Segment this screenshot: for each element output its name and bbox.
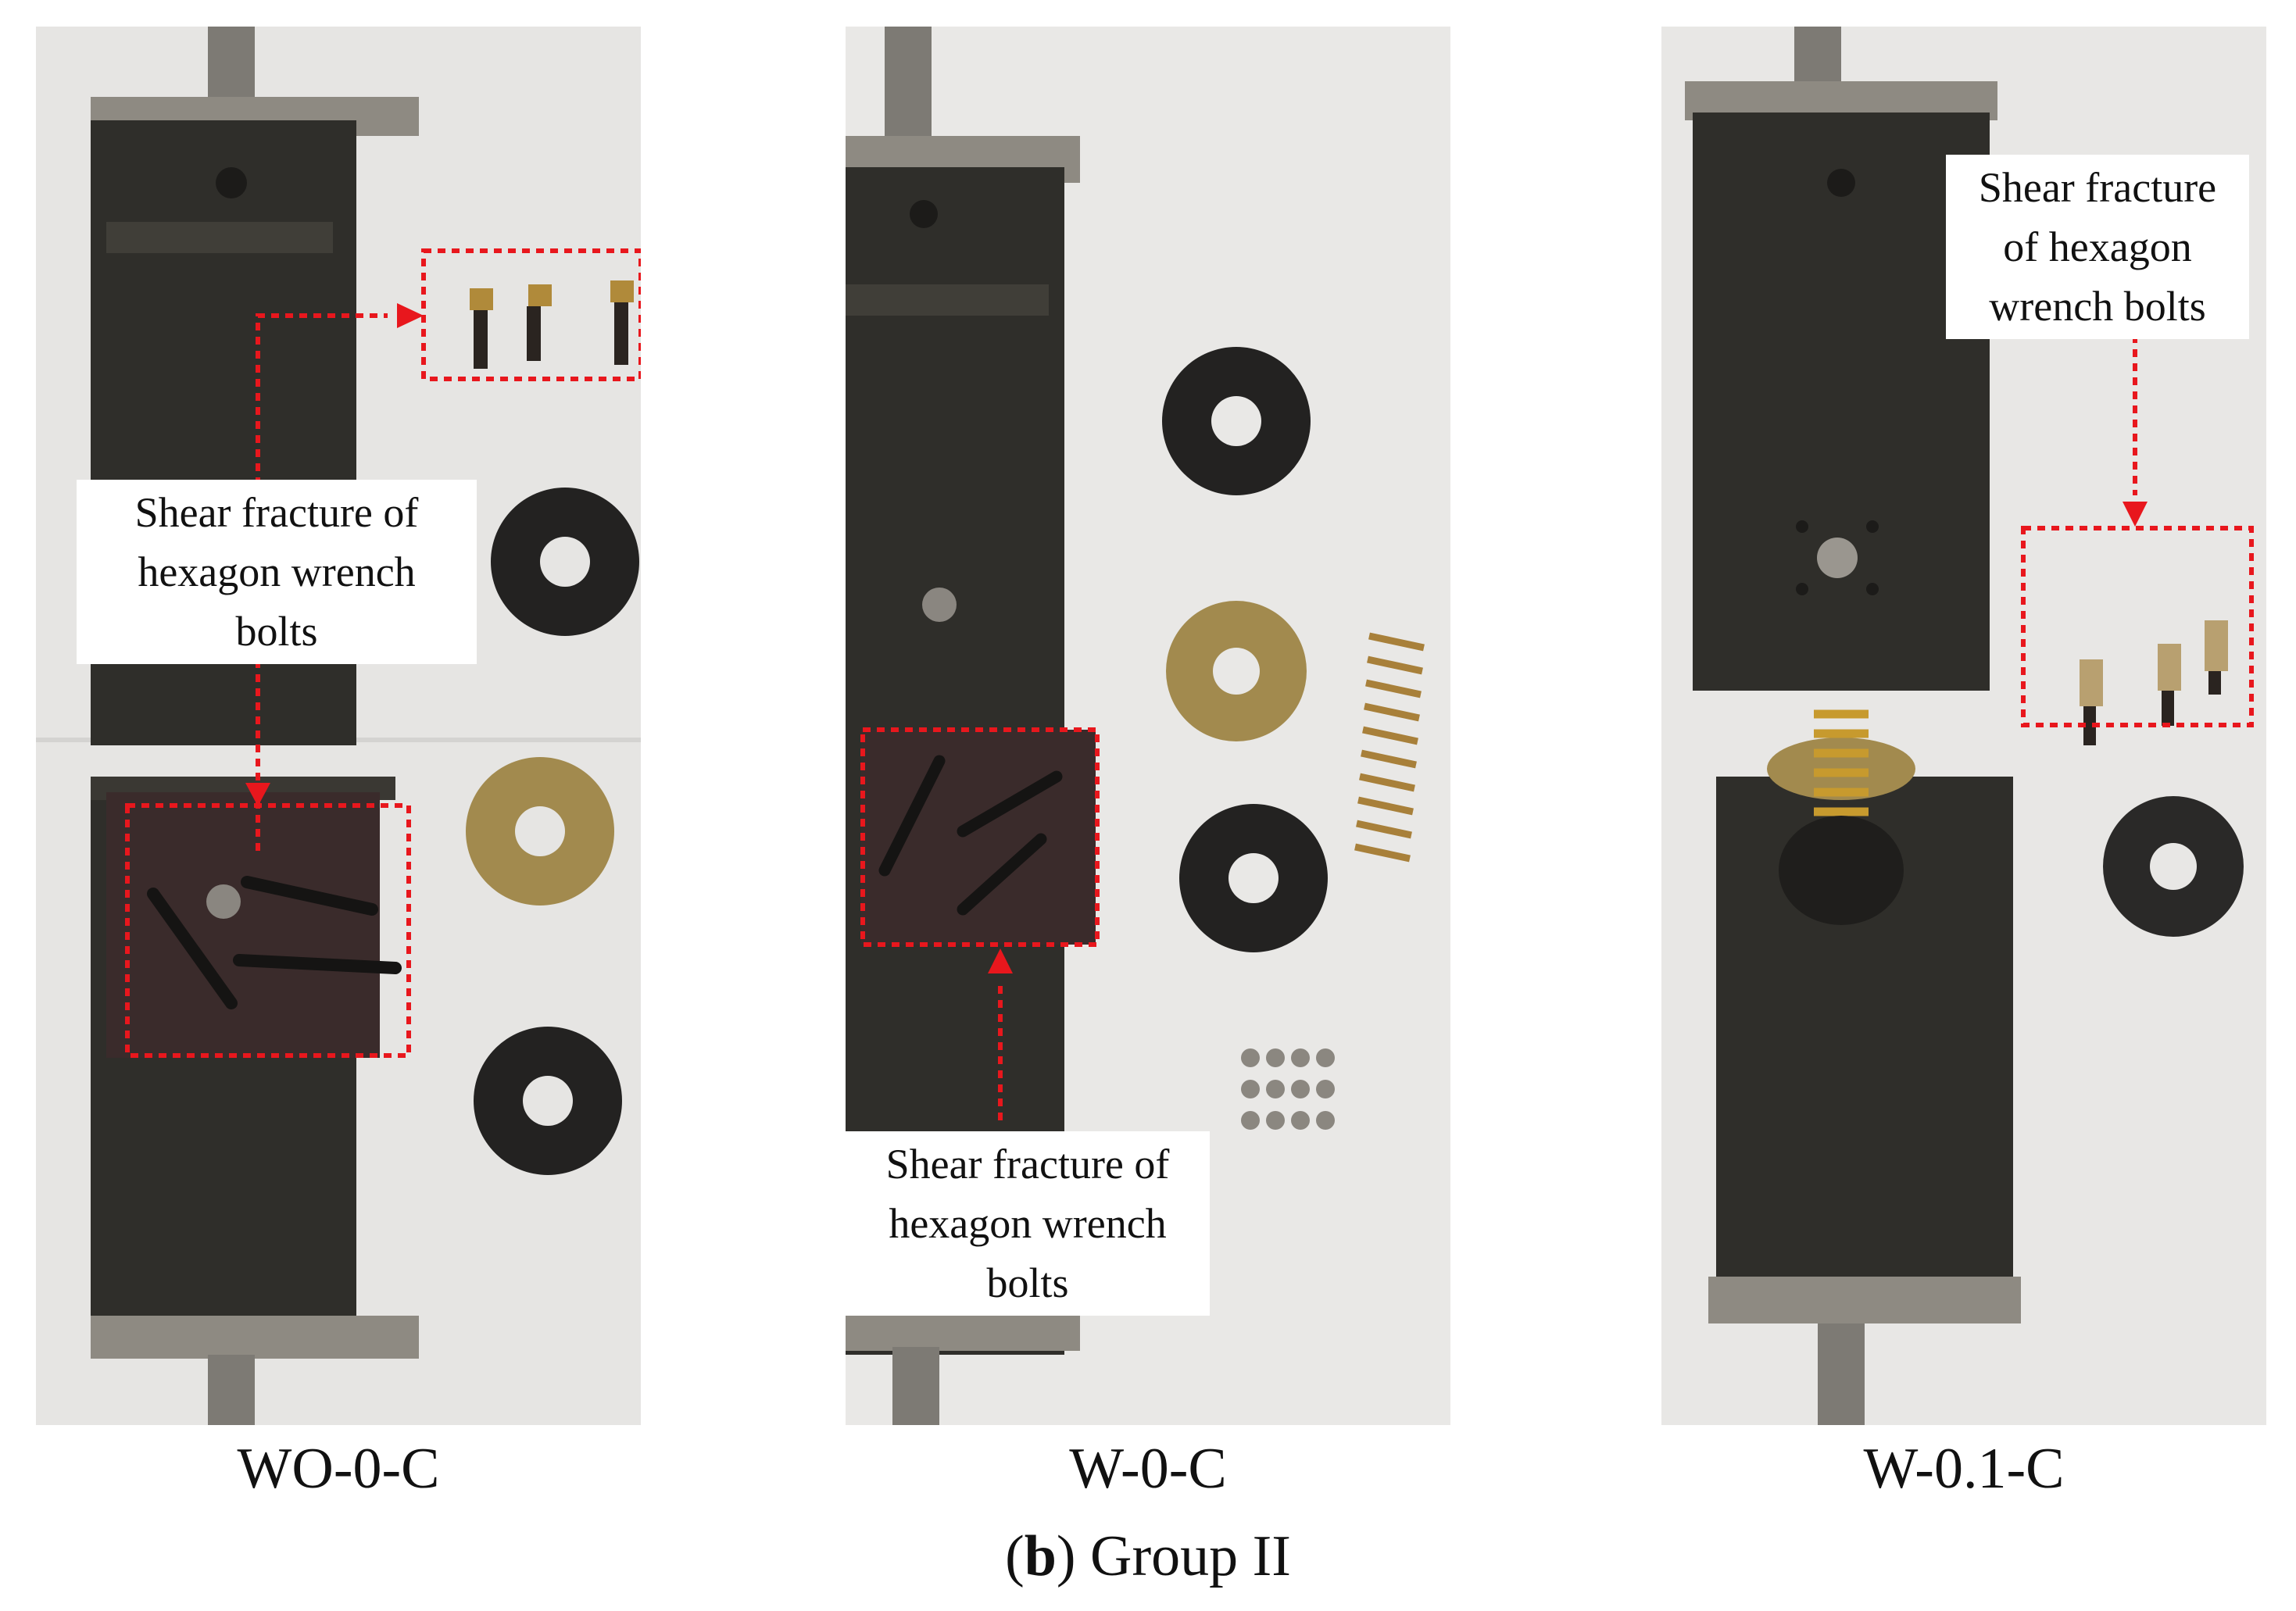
annotation-label: Shear fracture of hexagon wrench bolts: [846, 1131, 1210, 1316]
annotation-label: Shear fracture of hexagon wrench bolts: [77, 480, 477, 664]
panel-caption: W-0-C: [1069, 1437, 1227, 1501]
caption-paren-open: (: [1005, 1524, 1025, 1588]
specimen-photo: [36, 27, 641, 1425]
annotation-line: bolts: [235, 608, 318, 655]
panel-caption: W-0.1-C: [1863, 1437, 2065, 1501]
caption-group-text: ) Group II: [1056, 1524, 1291, 1588]
caption-letter: b: [1024, 1524, 1057, 1588]
annotation-line: bolts: [986, 1259, 1069, 1306]
photo-panel-w-0-1-c: Shear fracture of hexagon wrench bolts: [1661, 27, 2266, 1425]
figure-group-caption: (b) Group II: [846, 1523, 1450, 1590]
annotation-line: of hexagon: [2003, 223, 2192, 270]
photo-panel-w-0-c: Shear fracture of hexagon wrench bolts: [846, 27, 1450, 1425]
annotation-line: Shear fracture of: [134, 489, 419, 536]
annotation-label: Shear fracture of hexagon wrench bolts: [1946, 155, 2249, 339]
annotation-line: wrench bolts: [1989, 283, 2206, 330]
annotation-line: Shear fracture: [1978, 164, 2217, 211]
annotation-line: hexagon wrench: [889, 1200, 1167, 1247]
photo-panel-wo-0-c: Shear fracture of hexagon wrench bolts: [36, 27, 641, 1425]
annotation-line: Shear fracture of: [885, 1141, 1170, 1188]
annotation-line: hexagon wrench: [138, 548, 416, 595]
panel-caption: WO-0-C: [237, 1437, 440, 1501]
